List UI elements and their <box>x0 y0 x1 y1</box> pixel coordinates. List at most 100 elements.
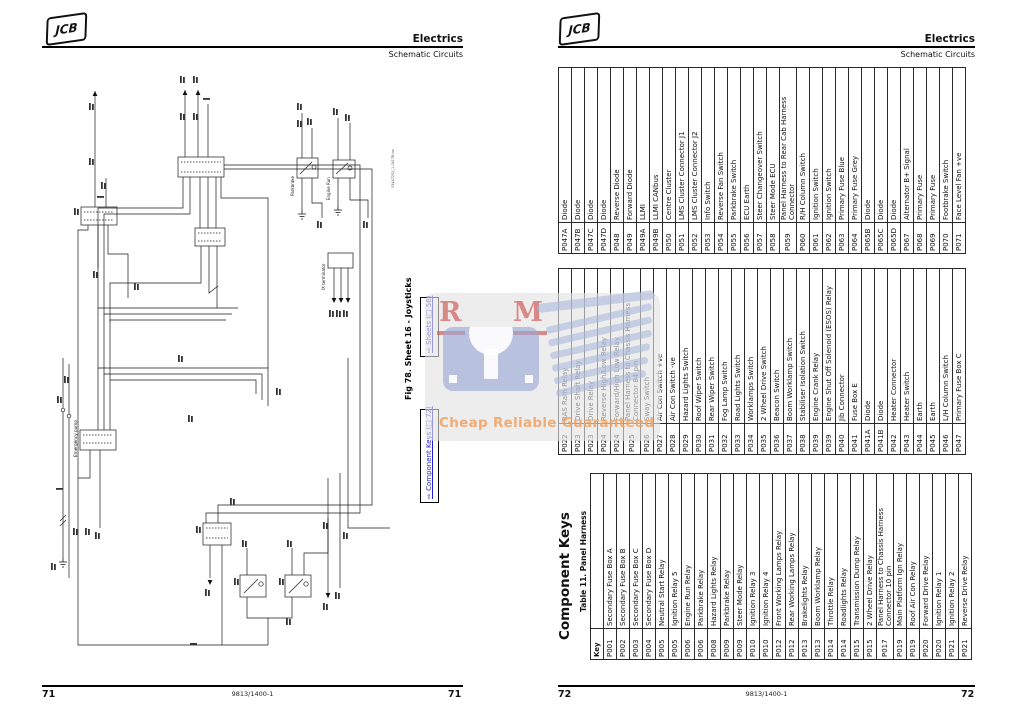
page-subtitle: Schematic Circuits <box>900 50 975 59</box>
connector-box <box>177 156 225 178</box>
desc-cell: Primary Fuse <box>913 67 927 223</box>
table-row: P036 Beacon Switch <box>770 268 784 455</box>
desc-cell: Engine Run Relay <box>681 473 695 629</box>
key-cell: P070 <box>939 222 953 254</box>
desc-cell: Diode <box>584 67 598 223</box>
engine-run-label: Engine Run <box>326 177 331 200</box>
table-row: P044 Earth <box>913 268 927 455</box>
desc-cell: Ignition Switch <box>809 67 823 223</box>
desc-cell: Stabiliser Isolation Switch <box>796 268 810 424</box>
page-number-left: 71 <box>42 689 56 700</box>
key-header-cell: Key <box>590 628 604 660</box>
table-row: P027 Air Con Switch +ve <box>653 268 667 455</box>
desc-cell: LMS Cluster Connector J1 <box>675 67 689 223</box>
table-row: P001 Secondary Fuse Box A <box>603 473 617 660</box>
table-row: P009 Parkbrake Relay <box>720 473 734 660</box>
key-cell: P017 <box>876 628 894 660</box>
table-row: P014 Roadlights Relay <box>837 473 851 660</box>
desc-cell: Rear Working Lamps Relay <box>785 473 799 629</box>
component-keys-link[interactable]: ⇨ Component Keys (□ 72) <box>420 406 439 503</box>
table-row: P024 Forward/High Low Relay <box>610 268 624 455</box>
desc-cell: Sway Switch <box>640 268 654 424</box>
key-cell: P015 <box>863 628 877 660</box>
table-row: P058 Steer Mode ECU <box>766 67 780 254</box>
key-cell: P022 <box>558 423 572 455</box>
desc-cell: Steer Mode Relay <box>733 473 747 629</box>
panel-harness-table-1: Key P001 Secondary Fuse Box A P002 Secon… <box>590 473 973 660</box>
key-cell: P043 <box>900 423 914 455</box>
header-rule <box>42 46 463 48</box>
key-cell: P033 <box>731 423 745 455</box>
table-row: P067 Alternator B+ Signal <box>900 67 914 254</box>
table-row: P053 Info Switch <box>701 67 715 254</box>
desc-cell: Panel Harness to Chassis Harness Connect… <box>623 268 641 424</box>
desc-cell: LMS Cluster Connector J2 <box>688 67 702 223</box>
sheets-link-label[interactable]: ⇨ Sheets (□ 56) <box>425 295 433 353</box>
table-row: P012 Rear Working Lamps Relay <box>785 473 799 660</box>
table-row: P006 Parkbrake Relay <box>694 473 708 660</box>
desc-cell: Forward/High Low Relay <box>610 268 624 424</box>
table-row: P057 Steer Changeover Switch <box>753 67 767 254</box>
footer-rule <box>42 685 463 687</box>
key-cell: P005 <box>655 628 669 660</box>
desc-cell: Boom Worklamp Relay <box>811 473 825 629</box>
table-row: P010 Ignition Relay 4 <box>759 473 773 660</box>
desc-cell: Transmission Dump Relay <box>850 473 864 629</box>
key-cell: P045 <box>926 423 940 455</box>
desc-cell: Diode <box>874 268 888 424</box>
desc-cell: Alternator B+ Signal <box>900 67 914 223</box>
key-cell: P006 <box>681 628 695 660</box>
key-cell: P012 <box>772 628 786 660</box>
table-row: P017 Panel Harness to Chassis Harness Co… <box>876 473 894 660</box>
table-row: P002 Secondary Fuse Box B <box>616 473 630 660</box>
desc-cell: Engine Shut Off Solenoid (ESOS) Relay <box>822 268 836 424</box>
table-row: P034 Worklamps Switch <box>744 268 758 455</box>
desc-cell: Main Platform Ign Relay <box>893 473 907 629</box>
desc-cell: LLMI CANbus <box>649 67 663 223</box>
table-row: P049B LLMI CANbus <box>649 67 663 254</box>
desc-cell: Primary Fuse Grey <box>848 67 862 223</box>
desc-cell: Roadlights Relay <box>837 473 851 629</box>
desc-cell: Boom Worklamp Switch <box>783 268 797 424</box>
table-row: P046 L/H Column Switch <box>939 268 953 455</box>
key-cell: P019 <box>906 628 920 660</box>
table-row: P056 ECU Earth <box>740 67 754 254</box>
table-row: P009 Steer Mode Relay <box>733 473 747 660</box>
table-row: P015 Transmission Dump Relay <box>850 473 864 660</box>
desc-cell: Diode <box>874 67 888 223</box>
desc-cell: Brakelights Relay <box>798 473 812 629</box>
key-cell: P037 <box>783 423 797 455</box>
key-cell: P020 <box>919 628 933 660</box>
desc-cell: Ignition Relay 4 <box>759 473 773 629</box>
desc-cell: Centre Cluster <box>662 67 676 223</box>
desc-cell: Forward Drive Relay <box>919 473 933 629</box>
key-cell: P031 <box>705 423 719 455</box>
key-cell: P013 <box>798 628 812 660</box>
table-row: P024 Reverse High/Low Relay <box>597 268 611 455</box>
component-keys-link-label[interactable]: ⇨ Component Keys (□ 72) <box>425 406 433 499</box>
desc-cell: Earth <box>926 268 940 424</box>
key-cell: P055 <box>727 222 741 254</box>
key-cell: P047B <box>571 222 585 254</box>
table-row: P041A Diode <box>861 268 875 455</box>
table-row: P029 Hazard Lights Switch <box>679 268 693 455</box>
key-cell: P008 <box>707 628 721 660</box>
table-row: P059 Panel Harness to Rear Cab Harness C… <box>779 67 797 254</box>
key-cell: P057 <box>753 222 767 254</box>
table-row: P048 Reverse Diode <box>610 67 624 254</box>
desc-cell: Heater Switch <box>900 268 914 424</box>
table-row: P068 Primary Fuse <box>913 67 927 254</box>
key-cell: P027 <box>653 423 667 455</box>
table-row: P047A Diode <box>558 67 572 254</box>
desc-cell: Air Con Switch +ve <box>653 268 667 424</box>
sheets-link[interactable]: ⇨ Sheets (□ 56) <box>420 295 439 357</box>
table-row: P005 Neutral Start Relay <box>655 473 669 660</box>
table-row: P039 Engine Shut Off Solenoid (ESOS) Rel… <box>822 268 836 455</box>
desc-cell: Diode <box>571 67 585 223</box>
table-row: P040 Jib Connector <box>835 268 849 455</box>
table-row: P030 Roof Wiper Switch <box>692 268 706 455</box>
table-row: P045 Earth <box>926 268 940 455</box>
key-cell: P049B <box>649 222 663 254</box>
key-cell: P052 <box>688 222 702 254</box>
component-keys-heading: Component Keys <box>557 512 573 640</box>
